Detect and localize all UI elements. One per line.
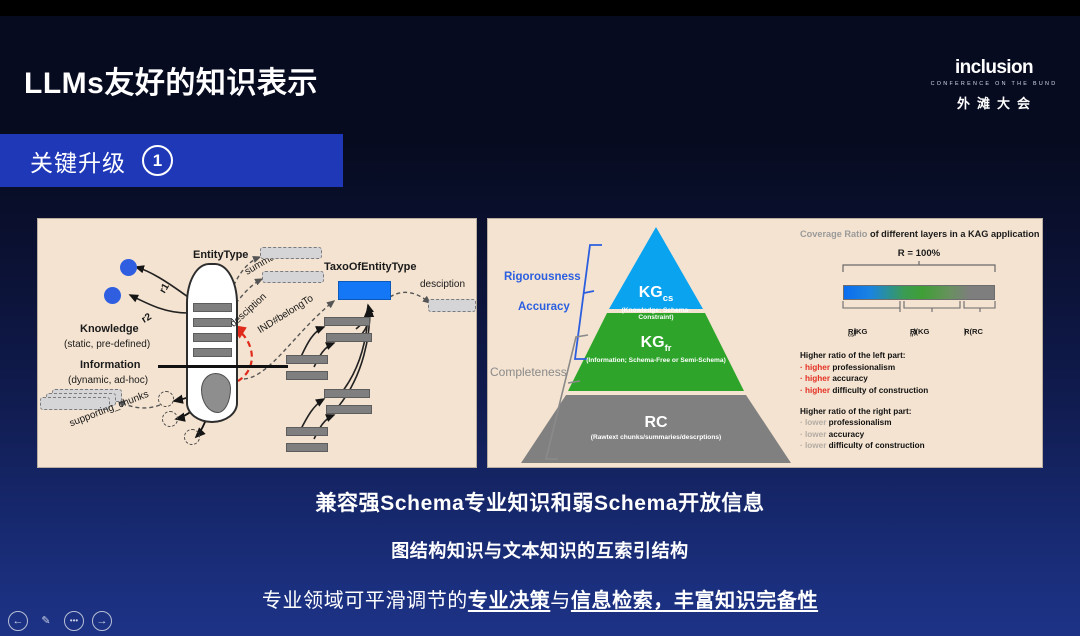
- unstructured-blob: [201, 373, 231, 413]
- kgfr-subscript: fr: [664, 343, 672, 355]
- node-label-entity-type: EntityType: [193, 249, 249, 261]
- logo-wordmark: inclusion: [955, 57, 1034, 78]
- schema-bar-2: [193, 318, 232, 327]
- taxo-node-box: [338, 281, 391, 300]
- right-part-item-3: lower difficulty of construction: [800, 441, 1038, 450]
- pyramid-tier-kgfr: [568, 313, 744, 391]
- kag-pyramid: KGcs (Knowledge; Schema-Constraint) KGfr…: [490, 223, 806, 465]
- schema-bar-1: [193, 303, 232, 312]
- coverage-title-rest: of different layers in a KAG application: [867, 229, 1040, 239]
- section-banner-number: 1: [142, 145, 173, 176]
- right-part-item-2: lower accuracy: [800, 430, 1038, 439]
- legend-knowledge-title: Knowledge: [80, 323, 139, 335]
- right-part-heading: Higher ratio of the right part:: [800, 406, 912, 416]
- logo-chinese-name: 外滩大会: [956, 96, 1037, 111]
- slide-control-bar[interactable]: ← ✎ ••• →: [8, 611, 112, 631]
- chunk-circle-2: [162, 411, 178, 427]
- pyramid-label-rc: RC (Rawtext chunks/summaries/descrptions…: [566, 414, 746, 442]
- kgcs-subscript: cs: [662, 293, 674, 305]
- desciption-box: [428, 299, 476, 312]
- page-title: LLMs友好的知识表示: [24, 67, 318, 100]
- legend-knowledge-sub: (static, pre-defined): [64, 339, 151, 350]
- schema-bar-4: [193, 348, 232, 357]
- summary-chunk-box-1: [260, 247, 322, 259]
- taxo-bar-7: [286, 427, 328, 436]
- divider-line: [158, 365, 288, 368]
- slide-captions: 兼容强Schema专业知识和弱Schema开放信息 图结构知识与文本知识的互索引…: [0, 487, 1080, 613]
- caption-line-3-mid: 与: [550, 590, 571, 612]
- taxo-bar-3: [286, 355, 328, 364]
- caption-line-3-em2: 信息检索，丰富知识完备性: [570, 590, 819, 612]
- side-label-rigorousness: Rigorousness: [504, 271, 581, 283]
- more-icon[interactable]: •••: [64, 611, 84, 631]
- kgfr-caption: (Information; Schema-Free or Semi-Schema…: [586, 356, 726, 364]
- side-label-accuracy: Accuracy: [518, 301, 570, 313]
- coverage-total: R = 100%: [897, 248, 941, 259]
- right-part-block: Higher ratio of the right part: lower pr…: [800, 407, 1038, 451]
- taxo-bar-6: [326, 405, 372, 414]
- taxo-bar-1: [324, 317, 370, 326]
- left-part-item-2: higher accuracy: [800, 374, 1038, 383]
- taxo-bar-8: [286, 443, 328, 452]
- kgcs-caption: (Knowledge; Schema-Constraint): [621, 306, 691, 321]
- pyramid-tier-kgcs: [609, 227, 703, 309]
- taxo-bar-5: [324, 389, 370, 398]
- left-part-heading: Higher ratio of the left part:: [800, 351, 906, 360]
- node-label-taxo-of-entity-type: TaxoOfEntityType: [324, 261, 417, 273]
- top-black-bar: [0, 0, 1080, 16]
- edge-label-desciption-right: desciption: [420, 279, 466, 290]
- pyramid-shapes: [521, 227, 791, 463]
- coverage-top-bracket: [842, 261, 996, 272]
- chunk-circle-1: [158, 391, 174, 407]
- left-part-item-3: higher difficulty of construction: [800, 386, 1038, 395]
- caption-line-3-em1: 专业决策: [467, 590, 551, 612]
- entity-node-blue-2: [104, 287, 121, 304]
- caption-line-2: 图结构知识与文本知识的互索引结构: [391, 541, 689, 561]
- kgfr-title: KG: [640, 334, 665, 351]
- entity-node-blue-1: [120, 259, 137, 276]
- rc-caption: (Rawtext chunks/summaries/descrptions): [590, 434, 722, 441]
- legend-information-title: Information: [80, 359, 141, 371]
- left-part-block: Higher ratio of the left part: higher pr…: [800, 351, 1038, 395]
- section-banner-label: 关键升级: [30, 149, 126, 176]
- pen-icon[interactable]: ✎: [41, 614, 51, 627]
- section-banner: 关键升级 1: [0, 134, 343, 187]
- back-icon[interactable]: ←: [8, 611, 28, 631]
- logo-tagline: CONFERENCE ON THE BUND: [930, 81, 1058, 87]
- right-figure-panel: KGcs (Knowledge; Schema-Constraint) KGfr…: [487, 218, 1043, 468]
- kgcs-title: KG: [638, 284, 663, 301]
- rc-title: RC: [644, 414, 668, 431]
- pyramid-label-kgcs: KGcs (Knowledge; Schema-Constraint): [611, 285, 701, 321]
- caption-line-3: 专业领域可平滑调节的专业决策与信息检索，丰富知识完备性: [0, 584, 1080, 613]
- supporting-chunk-stack-1: [40, 397, 110, 410]
- taxo-bar-4: [286, 371, 328, 380]
- left-part-item-1: higher professionalism: [800, 363, 1038, 372]
- schema-bar-3: [193, 333, 232, 342]
- coverage-bottom-brackets: [842, 301, 996, 312]
- taxo-bar-2: [326, 333, 372, 342]
- forward-icon[interactable]: →: [92, 611, 112, 631]
- pyramid-label-kgfr: KGfr (Information; Schema-Free or Semi-S…: [581, 335, 731, 364]
- coverage-title: Coverage Ratio of different layers in a …: [800, 229, 1040, 239]
- coverage-ratio-block: Coverage Ratio of different layers in a …: [800, 229, 1040, 451]
- pyramid-tier-rc: [521, 395, 791, 463]
- conference-logo: inclusion CONFERENCE ON THE BUND 外滩大会: [930, 58, 1058, 112]
- chunk-circle-3: [184, 429, 200, 445]
- right-part-item-1: lower professionalism: [800, 418, 1038, 427]
- coverage-gradient-bar: [843, 285, 995, 300]
- side-label-completeness: Completeness: [490, 365, 567, 379]
- summary-chunk-box-2: [262, 271, 324, 283]
- caption-line-1: 兼容强Schema专业知识和弱Schema开放信息: [315, 492, 765, 515]
- caption-line-3-pre: 专业领域可平滑调节的: [261, 590, 468, 612]
- legend-information-sub: (dynamic, ad-hoc): [68, 375, 149, 386]
- left-figure-panel: r1 r2 EntityType summary desciption IND#…: [37, 218, 477, 468]
- coverage-title-muted: Coverage Ratio: [800, 229, 868, 239]
